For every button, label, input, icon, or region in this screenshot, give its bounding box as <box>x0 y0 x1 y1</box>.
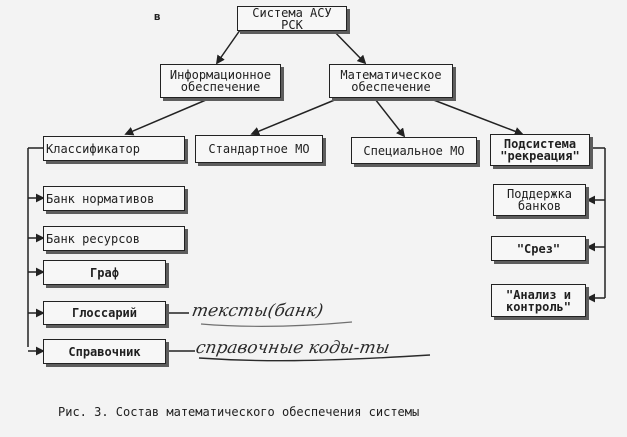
figure-caption: Рис. 3. Состав математического обеспечен… <box>58 405 420 419</box>
standard-mo-box: Стандартное МО <box>195 135 323 163</box>
classifier-box: Классификатор <box>43 136 185 161</box>
bank-norms-box: Банк нормативов <box>43 186 185 211</box>
system-root-box: Система АСУ РСК <box>237 6 347 31</box>
glossary-box: Глоссарий <box>43 301 166 325</box>
information-support-box: Информационное обеспечение <box>160 64 281 98</box>
mathematical-support-box: Математическое обеспечение <box>329 64 453 98</box>
graph-box: Граф <box>43 260 166 285</box>
analysis-control-box: "Анализ и контроль" <box>491 284 586 317</box>
slice-box: "Срез" <box>491 236 586 261</box>
special-mo-box: Специальное МО <box>351 137 477 164</box>
glossary-handwritten-note: тексты(банк) <box>190 301 325 321</box>
bank-resources-box: Банк ресурсов <box>43 226 185 251</box>
bank-support-box: Поддержка банков <box>493 184 586 216</box>
reference-box: Справочник <box>43 339 166 364</box>
reference-handwritten-note: справочные коды-ты <box>194 338 392 358</box>
page-mark: в <box>154 10 161 23</box>
recreation-subsystem-box: Подсистема "рекреация" <box>490 134 590 166</box>
